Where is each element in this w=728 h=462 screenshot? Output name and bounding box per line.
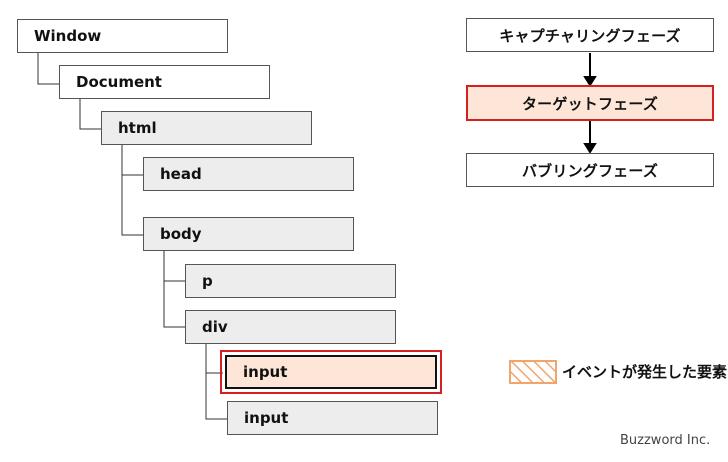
- legend-label: イベントが発生した要素: [562, 363, 728, 381]
- node-document-label: Document: [76, 73, 162, 91]
- node-div: div: [185, 310, 396, 344]
- connector-div-input-target: [205, 342, 223, 374]
- connector-body-p: [163, 250, 185, 282]
- arrow-target-to-bubble-head: [583, 143, 597, 154]
- node-body-label: body: [160, 225, 202, 243]
- node-input-target-label: input: [243, 363, 288, 381]
- node-window-label: Window: [34, 27, 102, 45]
- node-p-label: p: [202, 272, 213, 290]
- phase-bubbling: バブリングフェーズ: [466, 153, 714, 187]
- connector-document-html: [79, 98, 101, 130]
- node-div-label: div: [202, 318, 228, 336]
- connector-html-body: [121, 175, 143, 236]
- node-html: html: [101, 111, 312, 145]
- connector-body-div: [163, 281, 185, 328]
- node-html-label: html: [118, 119, 157, 137]
- phase-bubbling-label: バブリングフェーズ: [521, 161, 659, 180]
- connector-html-head: [121, 144, 143, 176]
- node-input-second: input: [227, 401, 438, 435]
- phase-capturing-label: キャプチャリングフェーズ: [499, 26, 681, 45]
- node-document: Document: [59, 65, 270, 99]
- phase-target-label: ターゲットフェーズ: [521, 94, 659, 113]
- arrow-capture-to-target-head: [583, 76, 597, 87]
- node-p: p: [185, 264, 396, 298]
- node-input-second-label: input: [244, 409, 289, 427]
- connector-window-document: [37, 52, 59, 85]
- connector-div-input-second: [205, 373, 227, 420]
- phase-target: ターゲットフェーズ: [466, 85, 714, 121]
- node-head: head: [143, 157, 354, 191]
- node-body: body: [143, 217, 354, 251]
- credit-text: Buzzword Inc.: [620, 433, 711, 448]
- node-window: Window: [17, 19, 228, 53]
- phase-capturing: キャプチャリングフェーズ: [466, 18, 714, 52]
- node-input-event-target: input: [220, 350, 442, 394]
- node-head-label: head: [160, 165, 202, 183]
- legend-hatch-swatch: [509, 360, 557, 384]
